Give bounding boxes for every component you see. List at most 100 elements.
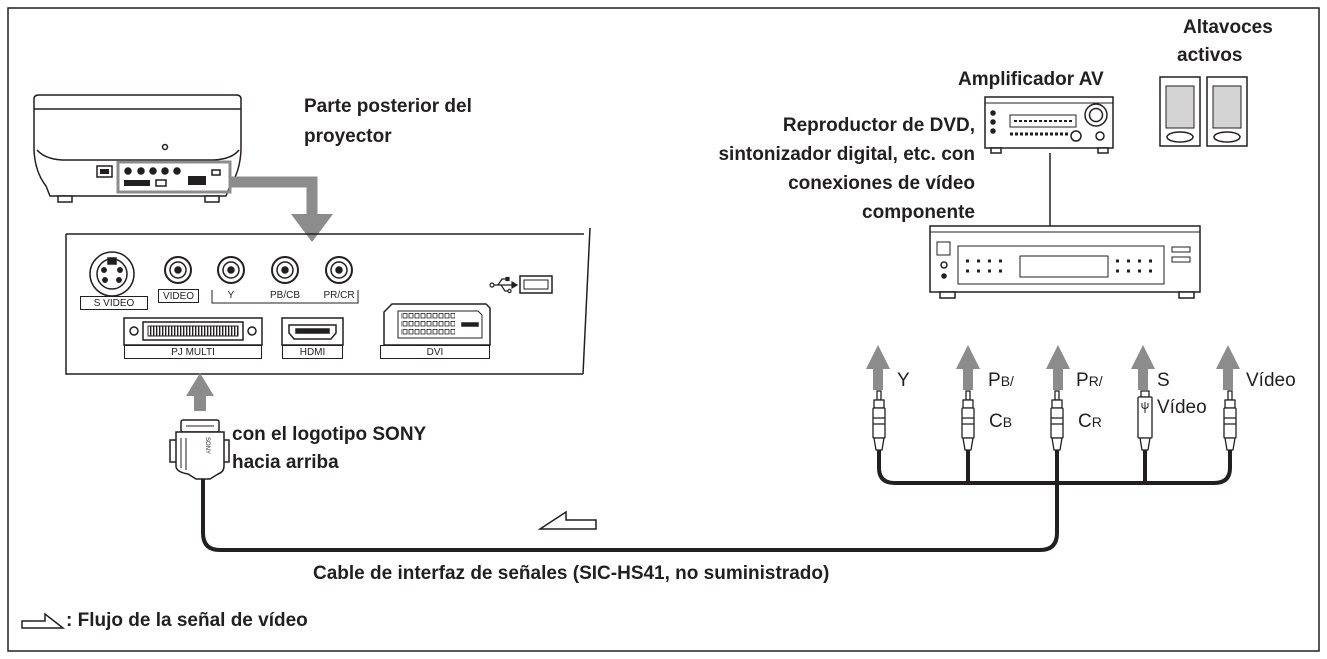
hdmi-connector <box>281 317 344 346</box>
pr-signal-arrow <box>1046 345 1070 369</box>
cable-label: Cable de interfaz de señales (SIC-HS41, … <box>313 563 830 584</box>
video-jack-center <box>174 266 182 274</box>
signal-plugs <box>872 390 1237 451</box>
projector-lower-curve <box>36 149 240 161</box>
speaker-left-grille <box>1165 85 1195 129</box>
panel-label-y: Y <box>227 290 235 301</box>
signal-flow-arrow-icon <box>537 510 597 530</box>
dvd-player-label-line2: sintonizador digital, etc. con <box>718 144 975 165</box>
connector-sony-logo: SONY <box>204 437 210 454</box>
y-plug-tip <box>876 390 882 401</box>
component-jack-bracket <box>211 290 359 304</box>
dvd-player <box>929 225 1201 299</box>
dvi-shell <box>397 310 483 339</box>
projector-power-pins <box>100 169 109 174</box>
s-video-plug-tip <box>1140 390 1150 398</box>
s-video-jack-key <box>107 257 117 265</box>
pj-multi-connector <box>123 317 263 346</box>
projector-usb-port <box>211 169 221 176</box>
dvd-player-label-line1: Reproductor de DVD, <box>782 115 975 136</box>
hdmi-shell <box>288 324 337 340</box>
y-jack-ring <box>222 261 240 279</box>
signal-label-cr: CR <box>1078 411 1102 432</box>
panel-label-pj-multi: PJ MULTI <box>124 345 262 359</box>
pj-multi-pins <box>147 325 239 337</box>
projector-jack-4 <box>161 167 169 175</box>
panel-label-pb-cb: PB/CB <box>269 290 300 301</box>
hdmi-slot <box>295 328 330 334</box>
pb-cb-jack <box>271 256 299 284</box>
pr-cr-jack-ring <box>330 261 348 279</box>
projector-back-label-line2: proyector <box>304 126 392 147</box>
dvd-player-tray-button-1 <box>1171 246 1191 253</box>
video-plug-collar <box>1224 399 1236 409</box>
s-video-pin-1 <box>101 267 107 273</box>
amplifier-button-1 <box>990 110 996 116</box>
s-video-signal-arrow <box>1131 345 1155 369</box>
pb-plug-tip <box>965 390 971 401</box>
projector-rear-illustration <box>33 94 242 203</box>
usb-port <box>519 275 553 294</box>
bundle-outer <box>877 450 1232 485</box>
component-cable-bundle <box>877 450 1232 485</box>
panel-outline <box>65 227 591 375</box>
dvi-pin-grid <box>401 313 455 337</box>
zoom-arrow-shaft <box>230 176 318 216</box>
pj-multi-screw-left <box>129 326 139 336</box>
pj-multi-cable-connector: SONY <box>169 419 230 480</box>
y-signal-arrow <box>866 345 890 369</box>
usb-icon-tip <box>511 280 519 290</box>
legend-signal-flow-icon <box>21 612 66 629</box>
projector-jack-1 <box>124 167 132 175</box>
s-video-jack <box>89 251 135 297</box>
amplifier-label: Amplificador AV <box>958 69 1104 90</box>
y-jack-center <box>227 266 235 274</box>
pj-multi-screw-right <box>247 326 257 336</box>
active-speakers <box>1159 76 1248 147</box>
amplifier-jog <box>1070 130 1082 142</box>
speaker-right-port <box>1213 131 1241 143</box>
pr-rca-plug <box>1050 390 1064 451</box>
pj-multi-shell <box>142 321 244 341</box>
signal-label-cb: CB <box>989 411 1013 432</box>
signal-label-s-video: Vídeo <box>1157 397 1207 418</box>
sony-logo-note-line1: con el logotipo SONY <box>232 424 427 445</box>
signal-label-y: Y <box>897 370 910 391</box>
panel-label-pr-cr: PR/CR <box>323 290 355 301</box>
signal-label-pb: PB/ <box>988 370 1014 391</box>
s-video-signal-arrow-shaft <box>1138 368 1148 390</box>
y-plug-rings <box>873 417 885 425</box>
projector-hdmi-port <box>155 179 167 187</box>
signal-interface-cable <box>201 450 1059 552</box>
projector-back-label-line1: Parte posterior del <box>304 96 472 117</box>
video-plug-body <box>1223 407 1237 439</box>
amplifier-button-3 <box>990 128 996 134</box>
legend-label: : Flujo de la señal de vídeo <box>66 610 308 631</box>
pr-plug-boot <box>1051 437 1063 451</box>
dvd-player-headphone <box>940 261 948 269</box>
pr-plug-tip <box>1054 390 1060 401</box>
video-signal-arrow <box>1216 345 1240 369</box>
pb-cb-jack-center <box>281 266 289 274</box>
signal-arrows <box>866 345 1240 390</box>
amplifier-foot-left <box>990 147 1002 154</box>
connector-insert-arrow-head <box>186 373 214 396</box>
usb-icon-branch-up <box>497 278 506 286</box>
amplifier-button-2 <box>990 119 996 125</box>
connector-grip-lines <box>180 438 187 470</box>
panel-label-video: VIDEO <box>158 289 199 303</box>
dvd-player-label-line4: componente <box>862 202 975 223</box>
projector-foot-right <box>204 195 220 203</box>
signal-label-pr: PR/ <box>1076 370 1103 391</box>
signal-label-s: S <box>1157 370 1170 391</box>
usb-icon-square <box>505 276 510 282</box>
usb-icon-circle <box>507 288 512 294</box>
y-rca-plug <box>872 390 886 451</box>
projector-jack-2 <box>137 167 145 175</box>
pb-cb-jack-ring <box>276 261 294 279</box>
video-rca-plug <box>1223 390 1237 451</box>
projector-indicator <box>161 143 169 151</box>
speaker-left-port <box>1166 131 1194 143</box>
s-video-plug <box>1137 390 1153 451</box>
